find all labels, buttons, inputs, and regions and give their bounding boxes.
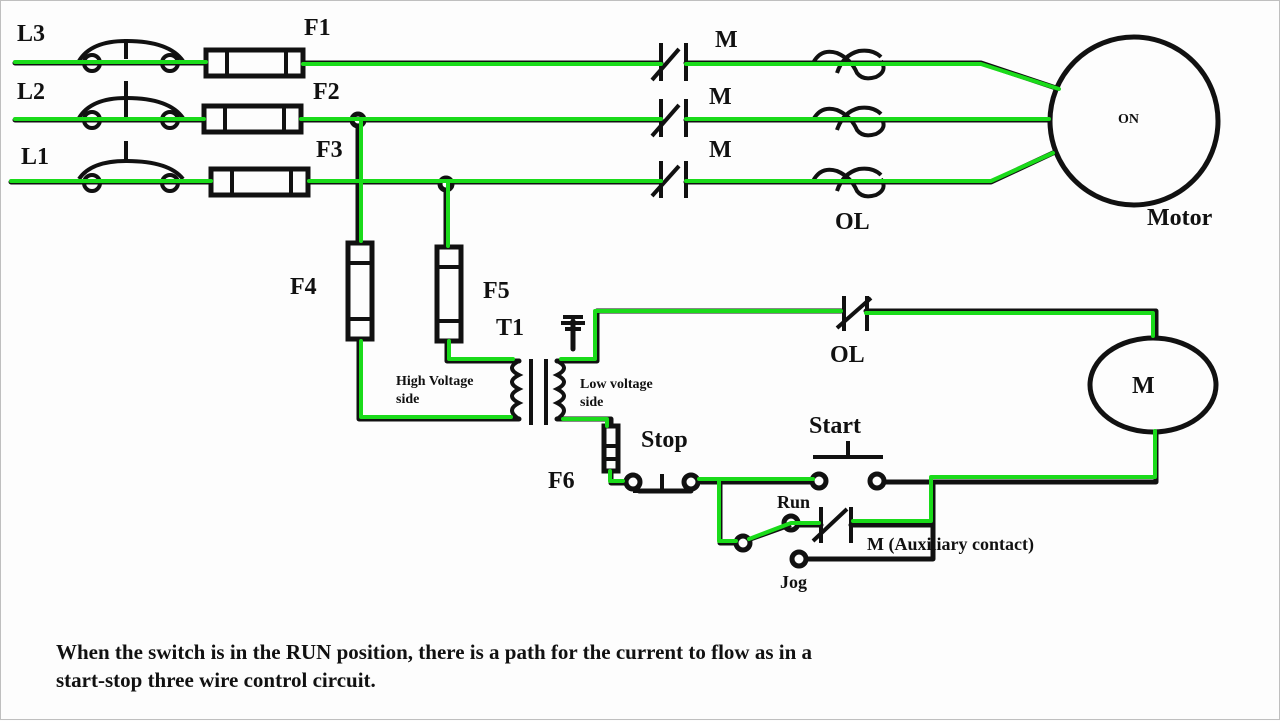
label-l3: L3 xyxy=(17,21,45,47)
motor-status-text: ON xyxy=(1118,112,1139,127)
label-motor: Motor xyxy=(1147,205,1213,231)
label-low-voltage-side: side xyxy=(580,395,603,410)
label-high-voltage: High Voltage xyxy=(396,374,473,389)
control-fuse-f6 xyxy=(601,423,621,474)
label-auxiliary-contact: M (Auxiliary contact) xyxy=(867,534,1034,555)
fuse-f3 xyxy=(208,166,311,198)
caption-line-1: When the switch is in the RUN position, … xyxy=(56,640,813,664)
power-fuses xyxy=(201,47,311,198)
label-f2: F2 xyxy=(313,79,340,105)
transformer-t1 xyxy=(510,315,585,425)
label-high-voltage-side: side xyxy=(396,392,419,407)
motor-symbol xyxy=(1047,34,1221,208)
label-f6: F6 xyxy=(548,468,575,494)
line-l3-wire xyxy=(12,60,1062,92)
overload-heaters xyxy=(811,48,886,199)
label-f3: F3 xyxy=(316,137,343,163)
control-fuse-f4 xyxy=(345,240,375,342)
caption-line-2: start-stop three wire control circuit. xyxy=(56,668,376,692)
label-start: Start xyxy=(809,413,861,439)
label-run: Run xyxy=(777,492,810,512)
label-m-l3: M xyxy=(715,27,738,53)
labels: L3 L2 L1 F1 F2 F3 M M M OL ON Motor F4 F… xyxy=(17,15,1213,592)
label-l1: L1 xyxy=(21,144,49,170)
label-ol-control: OL xyxy=(830,342,865,368)
stop-pushbutton xyxy=(623,472,701,493)
label-ol-power: OL xyxy=(835,209,870,235)
disconnect-l3 xyxy=(77,38,185,73)
caption: When the switch is in the RUN position, … xyxy=(56,638,976,694)
start-pushbutton xyxy=(809,441,887,491)
label-stop: Stop xyxy=(641,427,688,453)
label-coil-m: M xyxy=(1132,373,1155,399)
control-wiring xyxy=(355,117,1159,562)
label-m-l1: M xyxy=(709,137,732,163)
label-jog: Jog xyxy=(780,572,807,592)
label-low-voltage: Low voltage xyxy=(580,377,653,392)
label-t1: T1 xyxy=(496,315,524,341)
fuse-f1 xyxy=(203,47,306,79)
label-f5: F5 xyxy=(483,278,510,304)
energized-path xyxy=(9,60,1157,543)
label-f4: F4 xyxy=(290,274,317,300)
auxiliary-contact-m xyxy=(811,507,853,543)
power-wiring xyxy=(8,60,1062,185)
label-m-l2: M xyxy=(709,84,732,110)
label-l2: L2 xyxy=(17,79,45,105)
label-f1: F1 xyxy=(304,15,331,41)
fuse-f2 xyxy=(201,103,304,135)
control-fuse-f5 xyxy=(434,244,464,344)
